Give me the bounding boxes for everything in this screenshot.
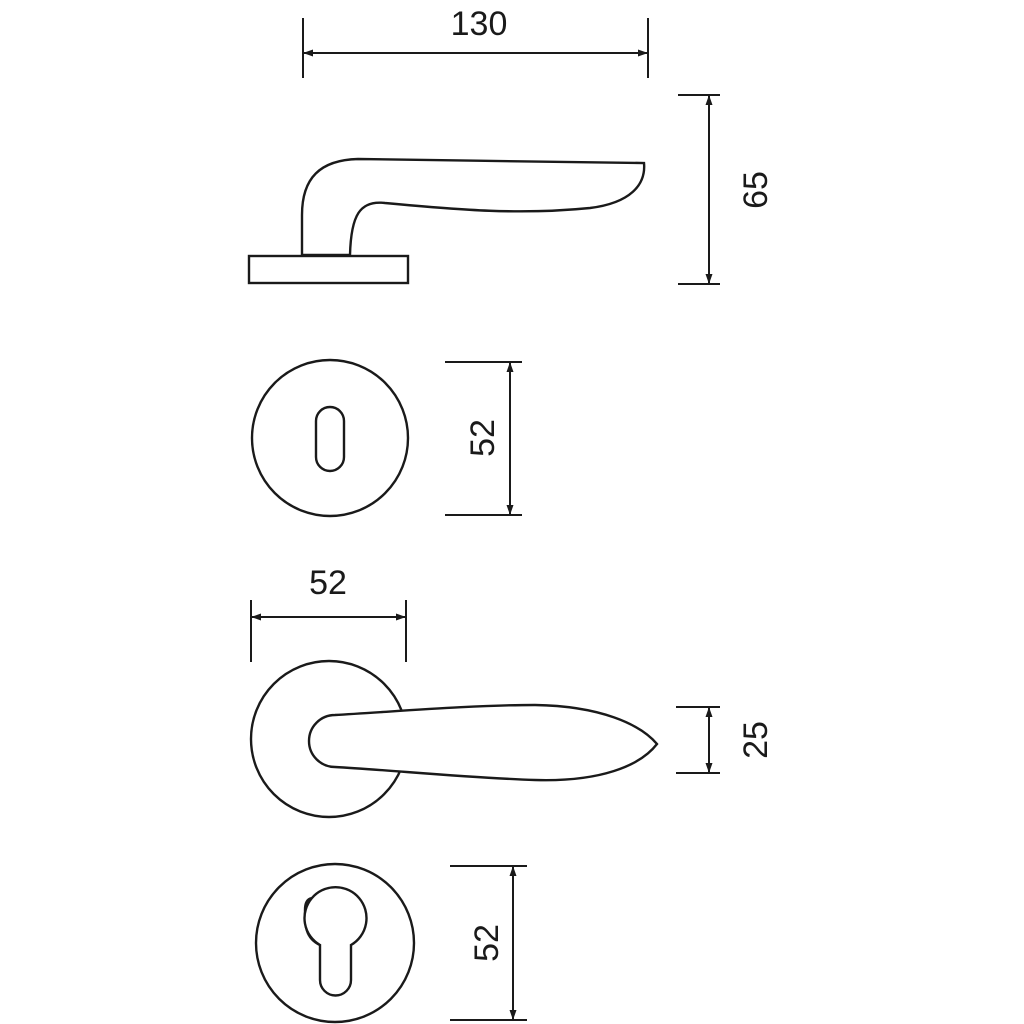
dimension-label: 52: [468, 924, 506, 962]
dimension-65: 65: [678, 94, 775, 285]
keyhole-icon: [314, 405, 346, 473]
cylinder-rosette: [254, 862, 416, 1024]
dimension-25: 25: [676, 706, 775, 774]
dimension-52-cylinder: 52: [450, 865, 527, 1021]
dimension-52-keyhole: 52: [445, 361, 522, 516]
rosette-side-profile: [247, 254, 410, 285]
dimension-label: 130: [451, 5, 508, 43]
lever-front-view: [249, 659, 659, 819]
dimension-label: 52: [464, 419, 502, 457]
dimension-label: 52: [309, 564, 347, 602]
dimension-130: 130: [302, 5, 649, 78]
dimension-52-rosette: 52: [250, 564, 407, 662]
lever-side-profile: [300, 157, 646, 257]
lever-side-view: [247, 157, 646, 285]
dimension-label: 65: [737, 171, 775, 209]
keyhole-rosette: [250, 358, 410, 518]
dimension-label: 25: [737, 721, 775, 759]
